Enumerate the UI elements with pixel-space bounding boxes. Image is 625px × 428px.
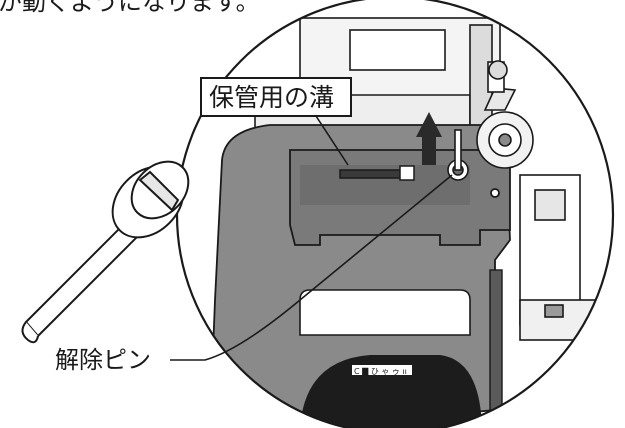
groove-label-box xyxy=(200,77,352,117)
pin-leader-line xyxy=(170,174,453,361)
lift-arrow-icon xyxy=(416,112,442,165)
pin-hole xyxy=(447,129,469,181)
bracket-plate xyxy=(289,149,511,246)
panel-print: C ▇ ひ ゃ ゥ ıı xyxy=(354,367,407,376)
release-pin xyxy=(21,160,190,344)
pin-callout: 解除ピン xyxy=(55,174,453,374)
side-bar xyxy=(489,269,503,411)
groove-callout: 保管用の溝 xyxy=(200,77,352,166)
groove-leader-line xyxy=(315,115,349,166)
groove-label: 保管用の溝 xyxy=(209,83,334,112)
lower-window xyxy=(299,289,471,336)
magnified-view: C ▇ ひ ゃ ゥ ıı xyxy=(177,0,613,428)
gear-icon xyxy=(476,60,534,169)
pin-label: 解除ピン xyxy=(55,346,151,374)
header-fragment: が動くようになります。 xyxy=(0,0,260,16)
lower-panel: C ▇ ひ ゃ ゥ ıı xyxy=(300,355,482,428)
storage-groove xyxy=(339,165,415,181)
